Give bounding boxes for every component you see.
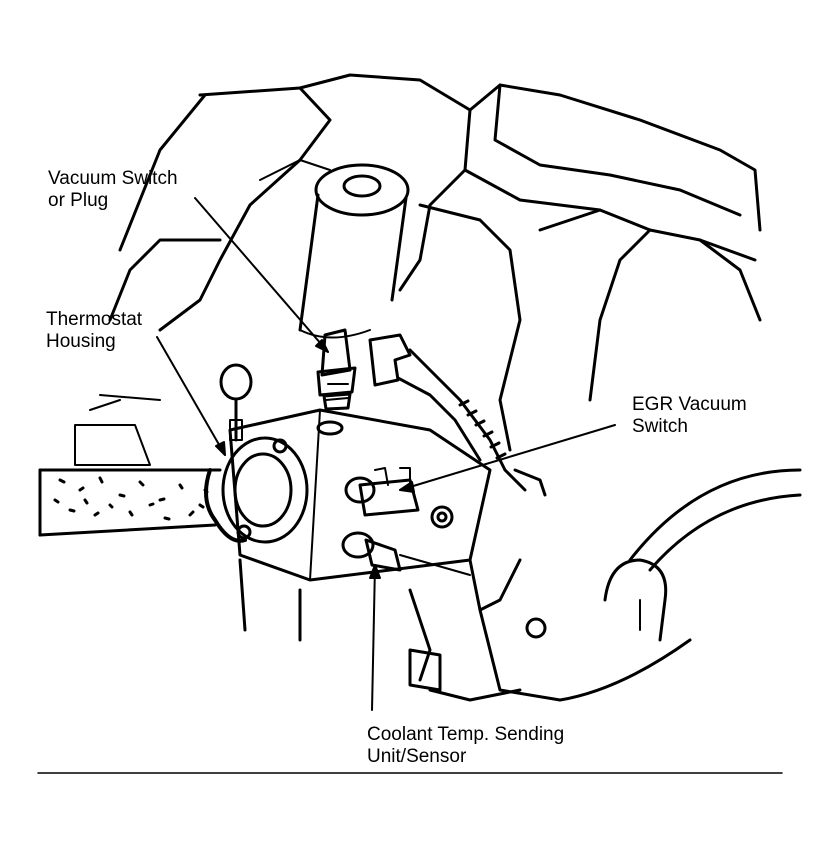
label-thermostat-line2: Housing: [46, 331, 116, 352]
label-vacuum-switch-line2: or Plug: [48, 190, 109, 211]
coolant-sensor-part: [341, 531, 471, 576]
engine-block: [238, 558, 562, 702]
wiring-harness: [368, 333, 547, 497]
valve-cover: [398, 83, 762, 452]
ring-terminal: [219, 363, 253, 442]
label-egr-line2: Switch: [632, 416, 688, 437]
leader-egr: [399, 424, 616, 493]
leader-thermostat: [156, 336, 226, 456]
egr-switch-part: [344, 467, 420, 517]
label-vacuum-switch: Vacuum Switch or Plug: [48, 168, 178, 212]
label-egr-line1: EGR Vacuum: [632, 394, 747, 415]
leader-vacuum-switch: [194, 197, 329, 353]
distributor: [558, 468, 802, 702]
radiator-cap: [298, 163, 410, 339]
label-coolant-temp: Coolant Temp. Sending Unit/Sensor: [367, 724, 564, 768]
intake-manifold: [108, 73, 472, 332]
label-vacuum-switch-line1: Vacuum Switch: [48, 168, 178, 189]
label-thermostat-line1: Thermostat: [46, 309, 143, 330]
vacuum-switch-part: [316, 328, 357, 436]
label-egr-vacuum-switch: EGR Vacuum Switch: [632, 394, 747, 438]
leader-coolant: [369, 564, 381, 711]
label-thermostat-housing: Thermostat Housing: [46, 309, 142, 353]
thermostat-housing-body: [204, 408, 492, 582]
label-coolant-line2: Unit/Sensor: [367, 746, 467, 767]
label-coolant-line1: Coolant Temp. Sending: [367, 724, 565, 745]
radiator-hose: [38, 394, 222, 537]
